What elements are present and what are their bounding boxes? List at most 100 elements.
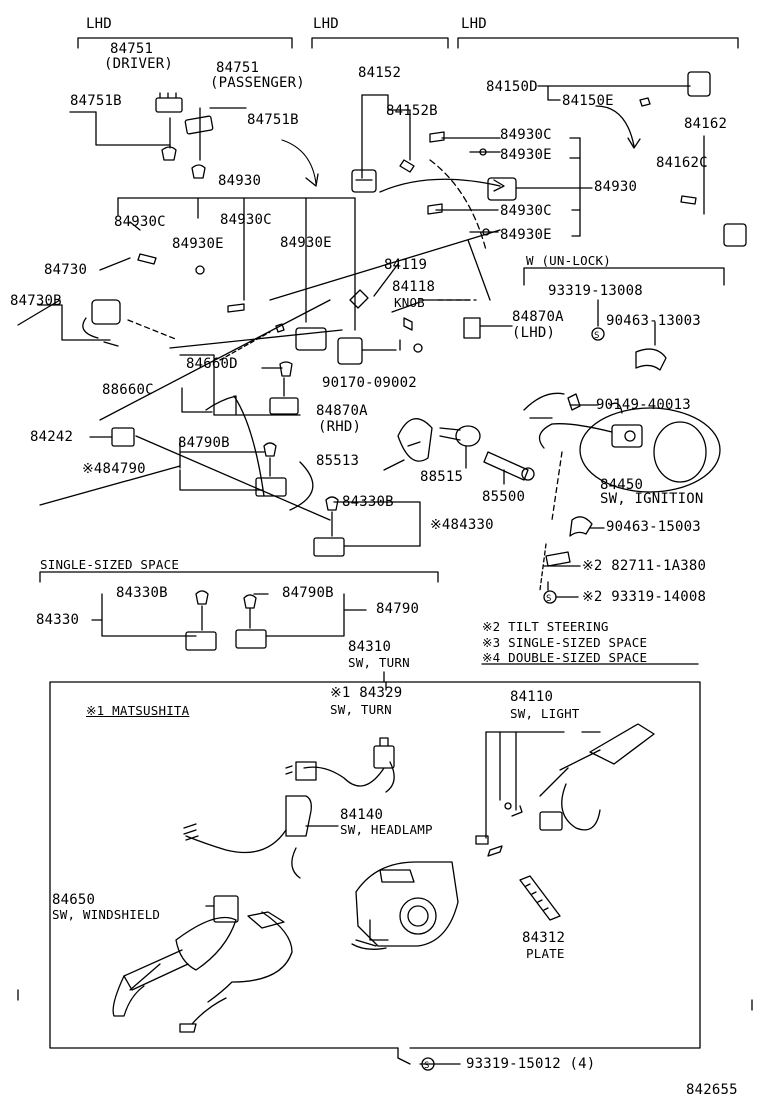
switch-84930-left-group: [117, 197, 356, 333]
label-sw-turn-inner: SW, TURN: [330, 702, 392, 717]
part-84930E-left: 84930E: [172, 236, 224, 252]
lhd-label-1: LHD: [86, 16, 112, 32]
part-84162C: 84162C: [656, 155, 708, 171]
note-double-sized: ※4 DOUBLE-SIZED SPACE: [482, 650, 648, 665]
part-84751B-a: 84751B: [70, 93, 122, 109]
switch-84751-group: [69, 92, 319, 187]
part-93319-15012: 93319-15012 (4): [466, 1056, 596, 1072]
part-84930E-r1: 84930E: [500, 147, 552, 163]
part-84930C-mid: 84930C: [220, 212, 272, 228]
part-90149-40013: 90149-40013: [596, 397, 691, 413]
switch-84930-right-group: [427, 131, 593, 237]
lhd-label-3: LHD: [461, 16, 487, 32]
plate-84312: [519, 875, 561, 921]
screw-icon: S: [594, 331, 599, 341]
part-84660D: 84660D: [186, 356, 238, 372]
part-88660C: 88660C: [102, 382, 154, 398]
part-84751-passenger: 84751: [216, 60, 260, 76]
part-90463-15003: 90463-15003: [606, 519, 701, 535]
screw-icon: S: [546, 594, 551, 604]
part-84650: 84650: [52, 892, 96, 908]
switch-body: [351, 861, 459, 950]
single-sized-group: [39, 571, 439, 651]
part-84930E-r2: 84930E: [500, 227, 552, 243]
label-passenger: (PASSENGER): [210, 75, 305, 91]
label-knob: KNOB: [394, 295, 425, 310]
part-84790B: 84790B: [178, 435, 230, 451]
part-85513: 85513: [316, 453, 360, 469]
label-lhd-paren: (LHD): [512, 325, 556, 341]
part-84119: 84119: [384, 257, 428, 273]
label-plate: PLATE: [526, 946, 565, 961]
part-88515: 88515: [420, 469, 464, 485]
part-84790B-b: 84790B: [282, 585, 334, 601]
part-84730: 84730: [44, 262, 88, 278]
label-driver: (DRIVER): [104, 56, 174, 72]
part-84790-star: ※484790: [82, 461, 146, 477]
note-single-sized: ※3 SINGLE-SIZED SPACE: [482, 635, 648, 650]
part-84790: 84790: [376, 601, 420, 617]
switch-84152-group: [351, 94, 505, 193]
switch-84730-group: [17, 257, 179, 347]
part-84751-driver: 84751: [110, 41, 154, 57]
label-sw-light: SW, LIGHT: [510, 706, 580, 721]
part-82711-1A380: ※2 82711-1A380: [582, 558, 707, 574]
lock-cylinder-group: [383, 418, 535, 485]
part-93319-13008: 93319-13008: [548, 283, 643, 299]
switch-84650-windshield: [112, 895, 293, 1033]
part-84110: 84110: [510, 689, 554, 705]
switch-84660-group: [179, 331, 301, 497]
label-sw-ignition: SW, IGNITION: [600, 491, 704, 507]
part-84310: 84310: [348, 639, 392, 655]
part-90463-13003: 90463-13003: [606, 313, 701, 329]
part-84930C-r2: 84930C: [500, 203, 552, 219]
part-84330B-b: 84330B: [116, 585, 168, 601]
part-84242: 84242: [30, 429, 74, 445]
ignition-group: [523, 267, 725, 604]
part-84152: 84152: [358, 65, 402, 81]
lhd-label-2: LHD: [313, 16, 339, 32]
screw-icon: S: [424, 1061, 429, 1071]
part-84330: 84330: [36, 612, 80, 628]
part-85500: 85500: [482, 489, 526, 505]
part-84751B-b: 84751B: [247, 112, 299, 128]
label-sw-headlamp: SW, HEADLAMP: [340, 822, 433, 837]
drawing-number: 842655: [686, 1082, 738, 1098]
label-single-sized-space: SINGLE-SIZED SPACE: [40, 557, 180, 572]
part-84870A-rhd: 84870A: [316, 403, 368, 419]
center-cluster: [99, 159, 513, 421]
part-84450: 84450: [600, 477, 644, 493]
label-w-unlock: W (UN-LOCK): [526, 253, 611, 268]
part-84140: 84140: [340, 807, 384, 823]
part-84150D: 84150D: [486, 79, 538, 95]
switch-84329-turn: [285, 737, 395, 793]
part-84930C-r1: 84930C: [500, 127, 552, 143]
switch-84110-light: [475, 723, 655, 857]
part-84930C-left: 84930C: [114, 214, 166, 230]
label-sw-windshield: SW, WINDSHIELD: [52, 907, 161, 922]
part-84930-top: 84930: [218, 173, 262, 189]
switch-84150-84162-group: [537, 71, 747, 247]
part-84118: 84118: [392, 279, 436, 295]
part-84930-right: 84930: [594, 179, 638, 195]
part-84330-star: ※484330: [430, 517, 494, 533]
part-84930E-mid: 84930E: [280, 235, 332, 251]
switch-84790-group: [39, 427, 331, 521]
part-93319-14008: ※2 93319-14008: [582, 589, 707, 605]
part-84330B: 84330B: [342, 494, 394, 510]
part-84162: 84162: [684, 116, 728, 132]
part-84329: ※1 84329: [330, 685, 403, 701]
part-90170-09002: 90170-09002: [322, 375, 417, 391]
part-84870A-lhd: 84870A: [512, 309, 564, 325]
part-84312: 84312: [522, 930, 566, 946]
combination-switch-box: [49, 671, 701, 1071]
part-84730B: 84730B: [10, 293, 62, 309]
label-rhd-paren: (RHD): [318, 419, 362, 435]
label-sw-turn-top: SW, TURN: [348, 655, 410, 670]
switch-84140-headlamp: [183, 795, 339, 879]
lhd-brackets: [77, 37, 739, 49]
switch-84330-lower-group: [313, 496, 421, 557]
